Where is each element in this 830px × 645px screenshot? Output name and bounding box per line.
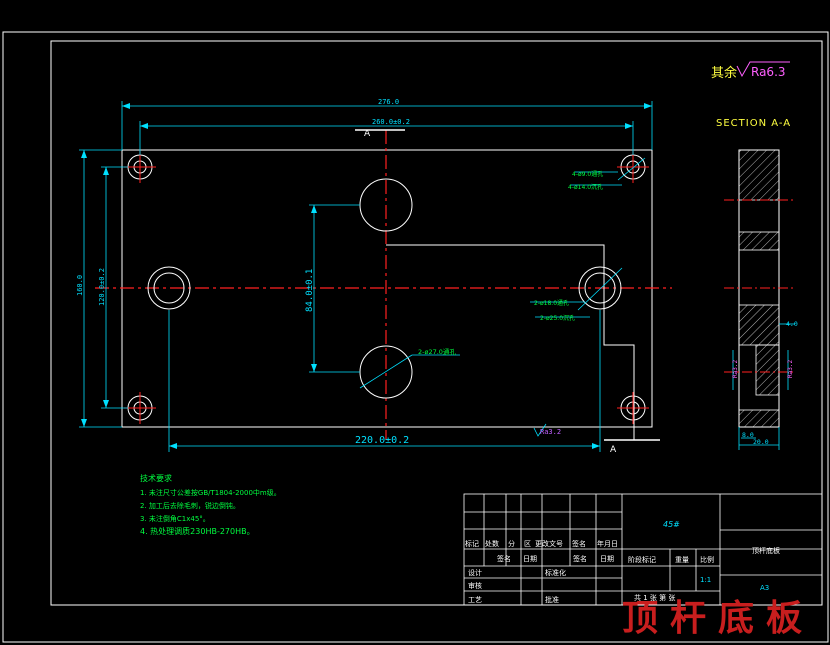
section-view: SECTION A-A bbox=[716, 118, 798, 450]
note-center-holes: 2-ø27.0通孔 bbox=[418, 347, 456, 356]
inner-frame bbox=[50, 40, 823, 606]
section-roughness-left: Ra3.2 bbox=[732, 360, 739, 378]
tb-part-name: 顶杆底板 bbox=[752, 546, 780, 555]
tb-header-date: 年月日 bbox=[597, 539, 618, 548]
dim-center-span: 220.0±0.2 bbox=[355, 435, 409, 446]
tb-sign-1: 签名 bbox=[497, 554, 511, 563]
section-roughness-right: Ra3.2 bbox=[787, 360, 794, 378]
tb-header-change: 更改文号 bbox=[535, 539, 563, 548]
tb-scale-value: 1:1 bbox=[700, 576, 711, 584]
dim-overall-width: 276.0 bbox=[378, 98, 399, 106]
side-hole-left-inner bbox=[153, 272, 185, 304]
section-letter-bottom: A bbox=[610, 445, 617, 455]
section-dim-thickness: 4.0 bbox=[786, 320, 798, 328]
tb-stage-mark: 阶段标记 bbox=[628, 555, 656, 564]
svg-text:Ra3.2: Ra3.2 bbox=[540, 428, 561, 436]
tb-header-zone: 区 bbox=[524, 540, 531, 548]
dimension-lines bbox=[79, 101, 653, 452]
roughness-note: 其余 Ra6.3 bbox=[711, 61, 790, 81]
tb-header-sign: 签名 bbox=[572, 539, 586, 548]
dim-hole-span: 260.0±0.2 bbox=[372, 118, 410, 126]
tb-sign-2: 签名 bbox=[573, 554, 587, 563]
side-hole-right-outer bbox=[578, 266, 622, 310]
tb-weight: 重量 bbox=[675, 556, 689, 564]
note-side-holes-counterbore: 2-ø25.0沉孔 bbox=[540, 314, 575, 322]
tech-item-4: 4. 热处理调质230HB-270HB。 bbox=[140, 526, 255, 536]
tb-date-2: 日期 bbox=[600, 555, 614, 563]
tech-item-1: 1. 未注尺寸公差按GB/T1804-2000中m级。 bbox=[140, 488, 281, 497]
tech-title: 技术要求 bbox=[140, 473, 172, 483]
tb-standardize: 标准化 bbox=[545, 568, 566, 577]
roughness-prefix: 其余 bbox=[711, 65, 737, 81]
tb-approve: 批准 bbox=[545, 595, 559, 604]
dimension-arrows bbox=[81, 103, 652, 449]
tb-drawing-no: A3 bbox=[760, 584, 769, 592]
title-block bbox=[463, 493, 823, 606]
outer-frame bbox=[2, 31, 829, 643]
note-side-holes-through: 2-ø18.0通孔 bbox=[534, 299, 569, 307]
tb-header-mark: 标记 bbox=[465, 539, 479, 548]
roughness-symbol-local: Ra3.2 bbox=[533, 423, 561, 437]
tech-requirements: 技术要求 1. 未注尺寸公差按GB/T1804-2000中m级。 2. 加工后去… bbox=[140, 473, 281, 536]
section-dim-small: 8.0 bbox=[742, 431, 754, 439]
side-hole-left-outer bbox=[147, 266, 191, 310]
tech-item-2: 2. 加工后去除毛刺，锐边倒钝。 bbox=[140, 501, 240, 510]
tb-process: 工艺 bbox=[468, 596, 482, 604]
section-dim-width: 20.0 bbox=[753, 438, 769, 446]
note-corner-holes-counterbore: 4-ø14.0沉孔 bbox=[568, 183, 603, 191]
tb-sheets: 共 1 张 第 张 bbox=[634, 593, 675, 602]
dim-overall-height: 160.0 bbox=[76, 275, 84, 296]
dim-center-height: 84.0±0.1 bbox=[305, 269, 315, 312]
note-corner-holes-through: 4-ø9.0通孔 bbox=[572, 170, 603, 178]
roughness-value: Ra6.3 bbox=[751, 65, 786, 79]
tb-header-count: 处数 bbox=[485, 539, 499, 548]
title-block-text: 标记 处数 分 区 更改文号 签名 年月日 签名 日期 签名 日期 设计 标准化… bbox=[465, 520, 780, 604]
section-cut-path bbox=[386, 244, 635, 440]
tech-item-3: 3. 未注倒角C1x45°。 bbox=[140, 514, 210, 523]
dim-hole-height: 120.0±0.2 bbox=[98, 268, 106, 306]
tb-scale: 比例 bbox=[700, 555, 714, 564]
side-hole-right-inner bbox=[584, 272, 616, 304]
tb-date-1: 日期 bbox=[523, 555, 537, 563]
tb-design: 设计 bbox=[468, 568, 482, 577]
tb-material: 45# bbox=[663, 520, 680, 529]
watermark-text: 顶杆底板 bbox=[622, 598, 814, 639]
section-title: SECTION A-A bbox=[716, 118, 791, 129]
tb-header-part: 分 bbox=[508, 539, 515, 548]
tb-review: 审核 bbox=[468, 581, 482, 590]
section-letter-top: A bbox=[364, 129, 371, 139]
